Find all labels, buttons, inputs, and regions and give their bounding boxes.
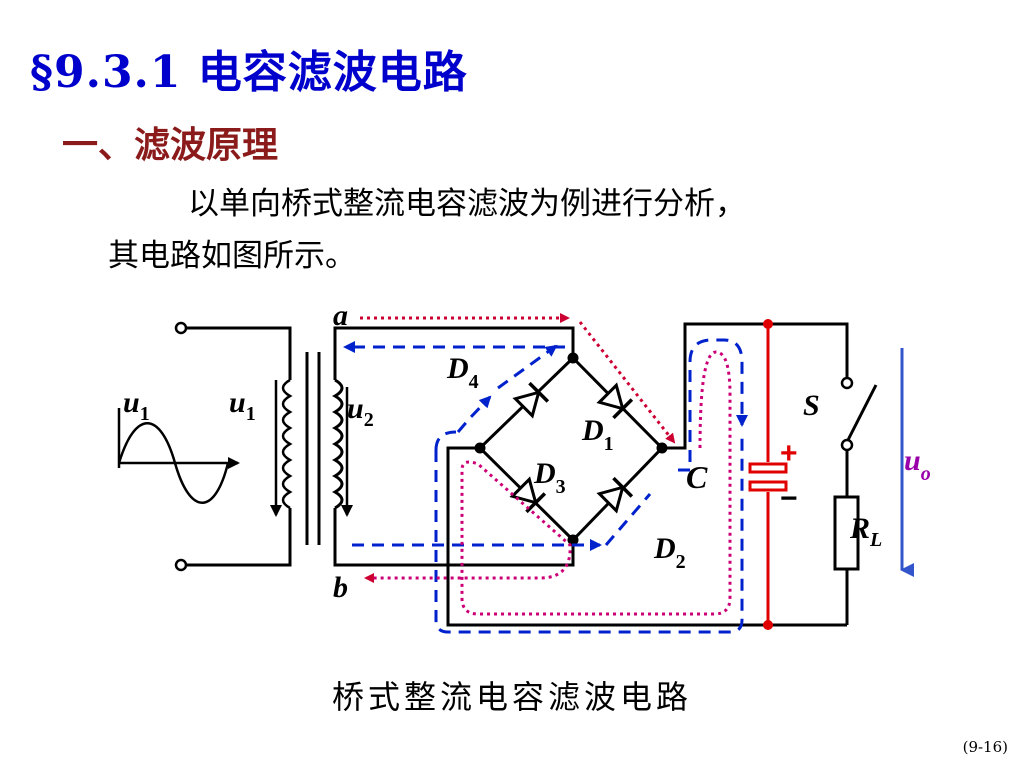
page-number: (9-16) <box>962 738 1008 756</box>
positive-half-cycle-path <box>360 313 676 444</box>
switch-label: S <box>803 389 820 422</box>
intro-paragraph: 以单向桥式整流电容滤波为例进行分析， 其电路如图所示。 <box>108 178 908 282</box>
load-resistor-label: RL <box>849 512 882 551</box>
capacitor-minus-sign: − <box>780 482 798 515</box>
section-heading: 一、滤波原理 <box>62 124 279 166</box>
diode-d4 <box>512 381 550 419</box>
input-terminal-top <box>174 321 188 335</box>
node-a-label: a <box>333 299 348 332</box>
switch-contact-top <box>840 376 854 390</box>
d2-label: D2 <box>653 532 686 573</box>
capacitor-plus-sign: + <box>780 437 798 470</box>
d3-label: D3 <box>533 457 566 498</box>
d1-label: D1 <box>581 414 614 455</box>
input-sine-waveform <box>117 408 240 504</box>
capacitor-label: C <box>686 459 708 495</box>
u1-waveform-label: u1 <box>123 386 150 425</box>
input-terminal-bottom <box>174 558 188 572</box>
switch-blade <box>846 384 878 441</box>
primary-winding <box>281 378 293 510</box>
secondary-winding <box>331 378 344 510</box>
u1-primary-label: u1 <box>229 386 256 425</box>
intro-line-2: 其电路如图所示。 <box>108 238 356 274</box>
circuit-wiring <box>174 321 878 627</box>
capacitor-branch <box>748 319 788 630</box>
bridge-nodes <box>474 352 668 546</box>
negative-half-cycle-path <box>343 338 748 634</box>
node-b-label: b <box>333 571 348 604</box>
diode-d1 <box>596 382 634 420</box>
output-voltage-label: uo <box>904 444 931 485</box>
discharge-path <box>364 350 732 616</box>
capacitor-c <box>748 462 788 474</box>
u2-label: u2 <box>347 392 374 431</box>
diode-d3 <box>509 476 547 514</box>
d4-label: D4 <box>446 352 479 393</box>
slide-title: §9.3.1 电容滤波电路 <box>30 47 468 98</box>
diagram-caption: 桥式整流电容滤波电路 <box>331 678 692 716</box>
intro-line-1: 以单向桥式整流电容滤波为例进行分析， <box>188 186 746 222</box>
diode-d2 <box>596 476 634 514</box>
switch-contact-bottom <box>840 438 854 452</box>
